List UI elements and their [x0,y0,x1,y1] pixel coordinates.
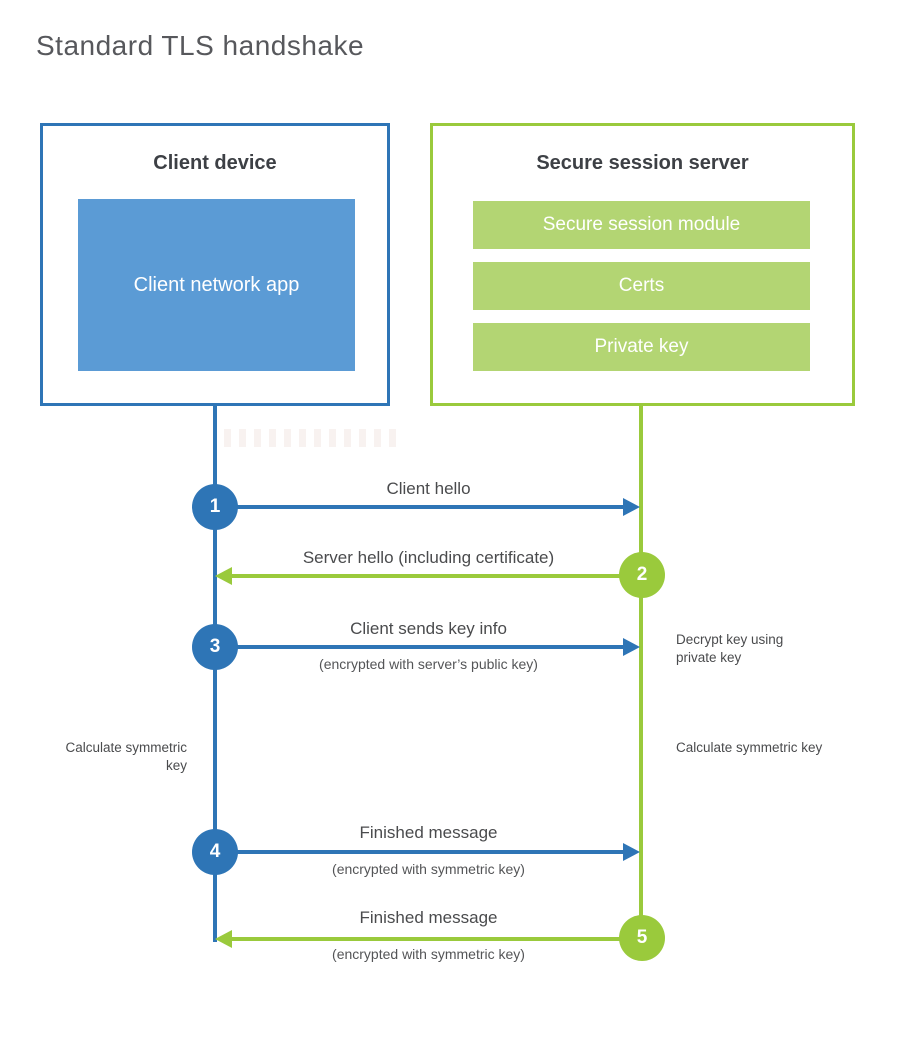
message-label-finished-client: Finished message [359,823,498,842]
step-badge-5: 5 [619,915,665,961]
server-lifeline [639,405,643,938]
page-title: Standard TLS handshake [36,30,365,61]
step-badge-2: 2 [619,552,665,598]
server-module-private-key: Private key [473,323,810,371]
arrow-finished-client [236,843,640,861]
secure-session-server-box: Secure session server Secure session mod… [430,123,855,406]
client-device-box: Client device Client network app [40,123,390,406]
server-module-certs: Certs [473,262,810,310]
server-module-secure-session: Secure session module [473,201,810,249]
message-sub-finished-server: (encrypted with symmetric key) [332,946,525,962]
message-label-client-hello: Client hello [386,479,471,498]
step-badge-3: 3 [192,624,238,670]
client-network-app-block: Client network app [78,199,355,371]
message-label-server-hello: Server hello (including certificate) [302,548,555,567]
message-label-finished-server: Finished message [359,908,498,927]
arrow-client-key-info [236,638,640,656]
secure-session-server-heading: Secure session server [536,152,749,174]
arrow-client-hello [236,498,640,516]
note-decrypt-key: Decrypt key using private key [676,632,784,665]
message-sub-finished-client: (encrypted with symmetric key) [332,861,525,877]
message-label-client-key-info: Client sends key info [350,619,507,638]
arrow-server-hello [215,567,621,585]
step-badge-4: 4 [192,829,238,875]
client-device-heading: Client device [153,152,277,174]
client-lifeline [213,405,217,942]
ghost-artifact [224,429,396,447]
message-sub-client-key-info: (encrypted with server’s public key) [319,656,538,672]
arrow-finished-server [215,930,621,948]
note-calculate-symmetric-key-server: Calculate symmetric key [676,740,823,755]
note-calculate-symmetric-key-client: Calculate symmetric key [65,740,187,773]
step-badge-1: 1 [192,484,238,530]
